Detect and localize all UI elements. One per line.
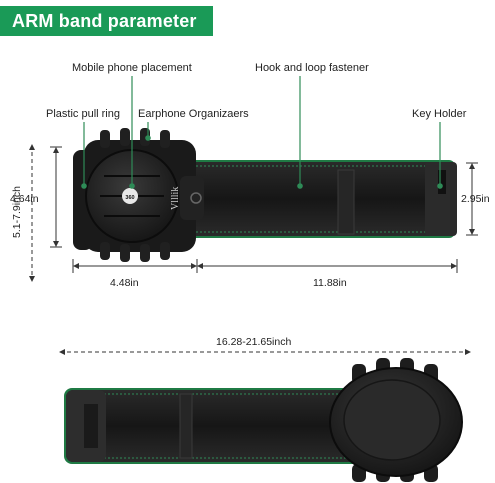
callout-plastic-pull-ring: Plastic pull ring [46,108,120,120]
top-strap [150,160,457,238]
title-banner: ARM band parameter [0,6,213,36]
brand-mark: Vlllik [170,187,181,210]
phone-mount-top [73,128,204,262]
callout-mobile-phone-placement: Mobile phone placement [72,62,192,74]
dim-strap-length: 11.88in [313,277,347,289]
dim-strap-height: 2.95in [461,193,490,205]
callout-earphone-organizer: Earphone Organizaers [138,108,249,120]
logo-360: 360 [125,195,134,201]
callout-key-holder: Key Holder [412,108,467,120]
callout-hook-loop-fastener: Hook and loop fastener [255,62,369,74]
dimension-arrows [29,144,478,355]
page-title: ARM band parameter [12,11,197,31]
bottom-strap [64,388,404,464]
dim-mount-height: 4.64in [10,193,39,205]
dim-wrist-range: 5.1-7.9inch [11,186,23,238]
dim-total-length: 16.28-21.65inch [216,336,292,348]
dim-mount-width: 4.48in [110,277,139,289]
callout-lines [81,76,443,189]
phone-mount-back [329,358,463,482]
